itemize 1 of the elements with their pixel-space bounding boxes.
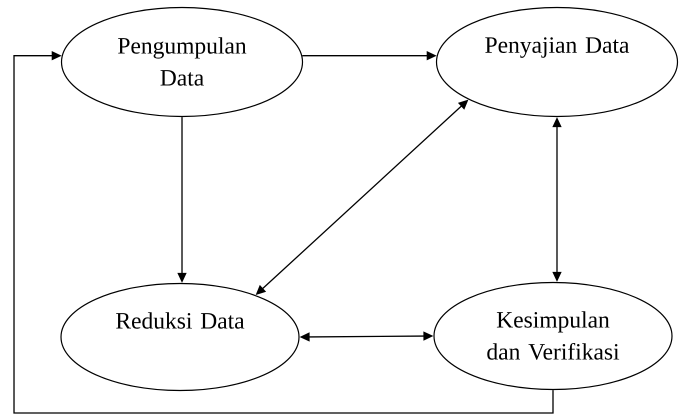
arrow [13, 51, 554, 414]
